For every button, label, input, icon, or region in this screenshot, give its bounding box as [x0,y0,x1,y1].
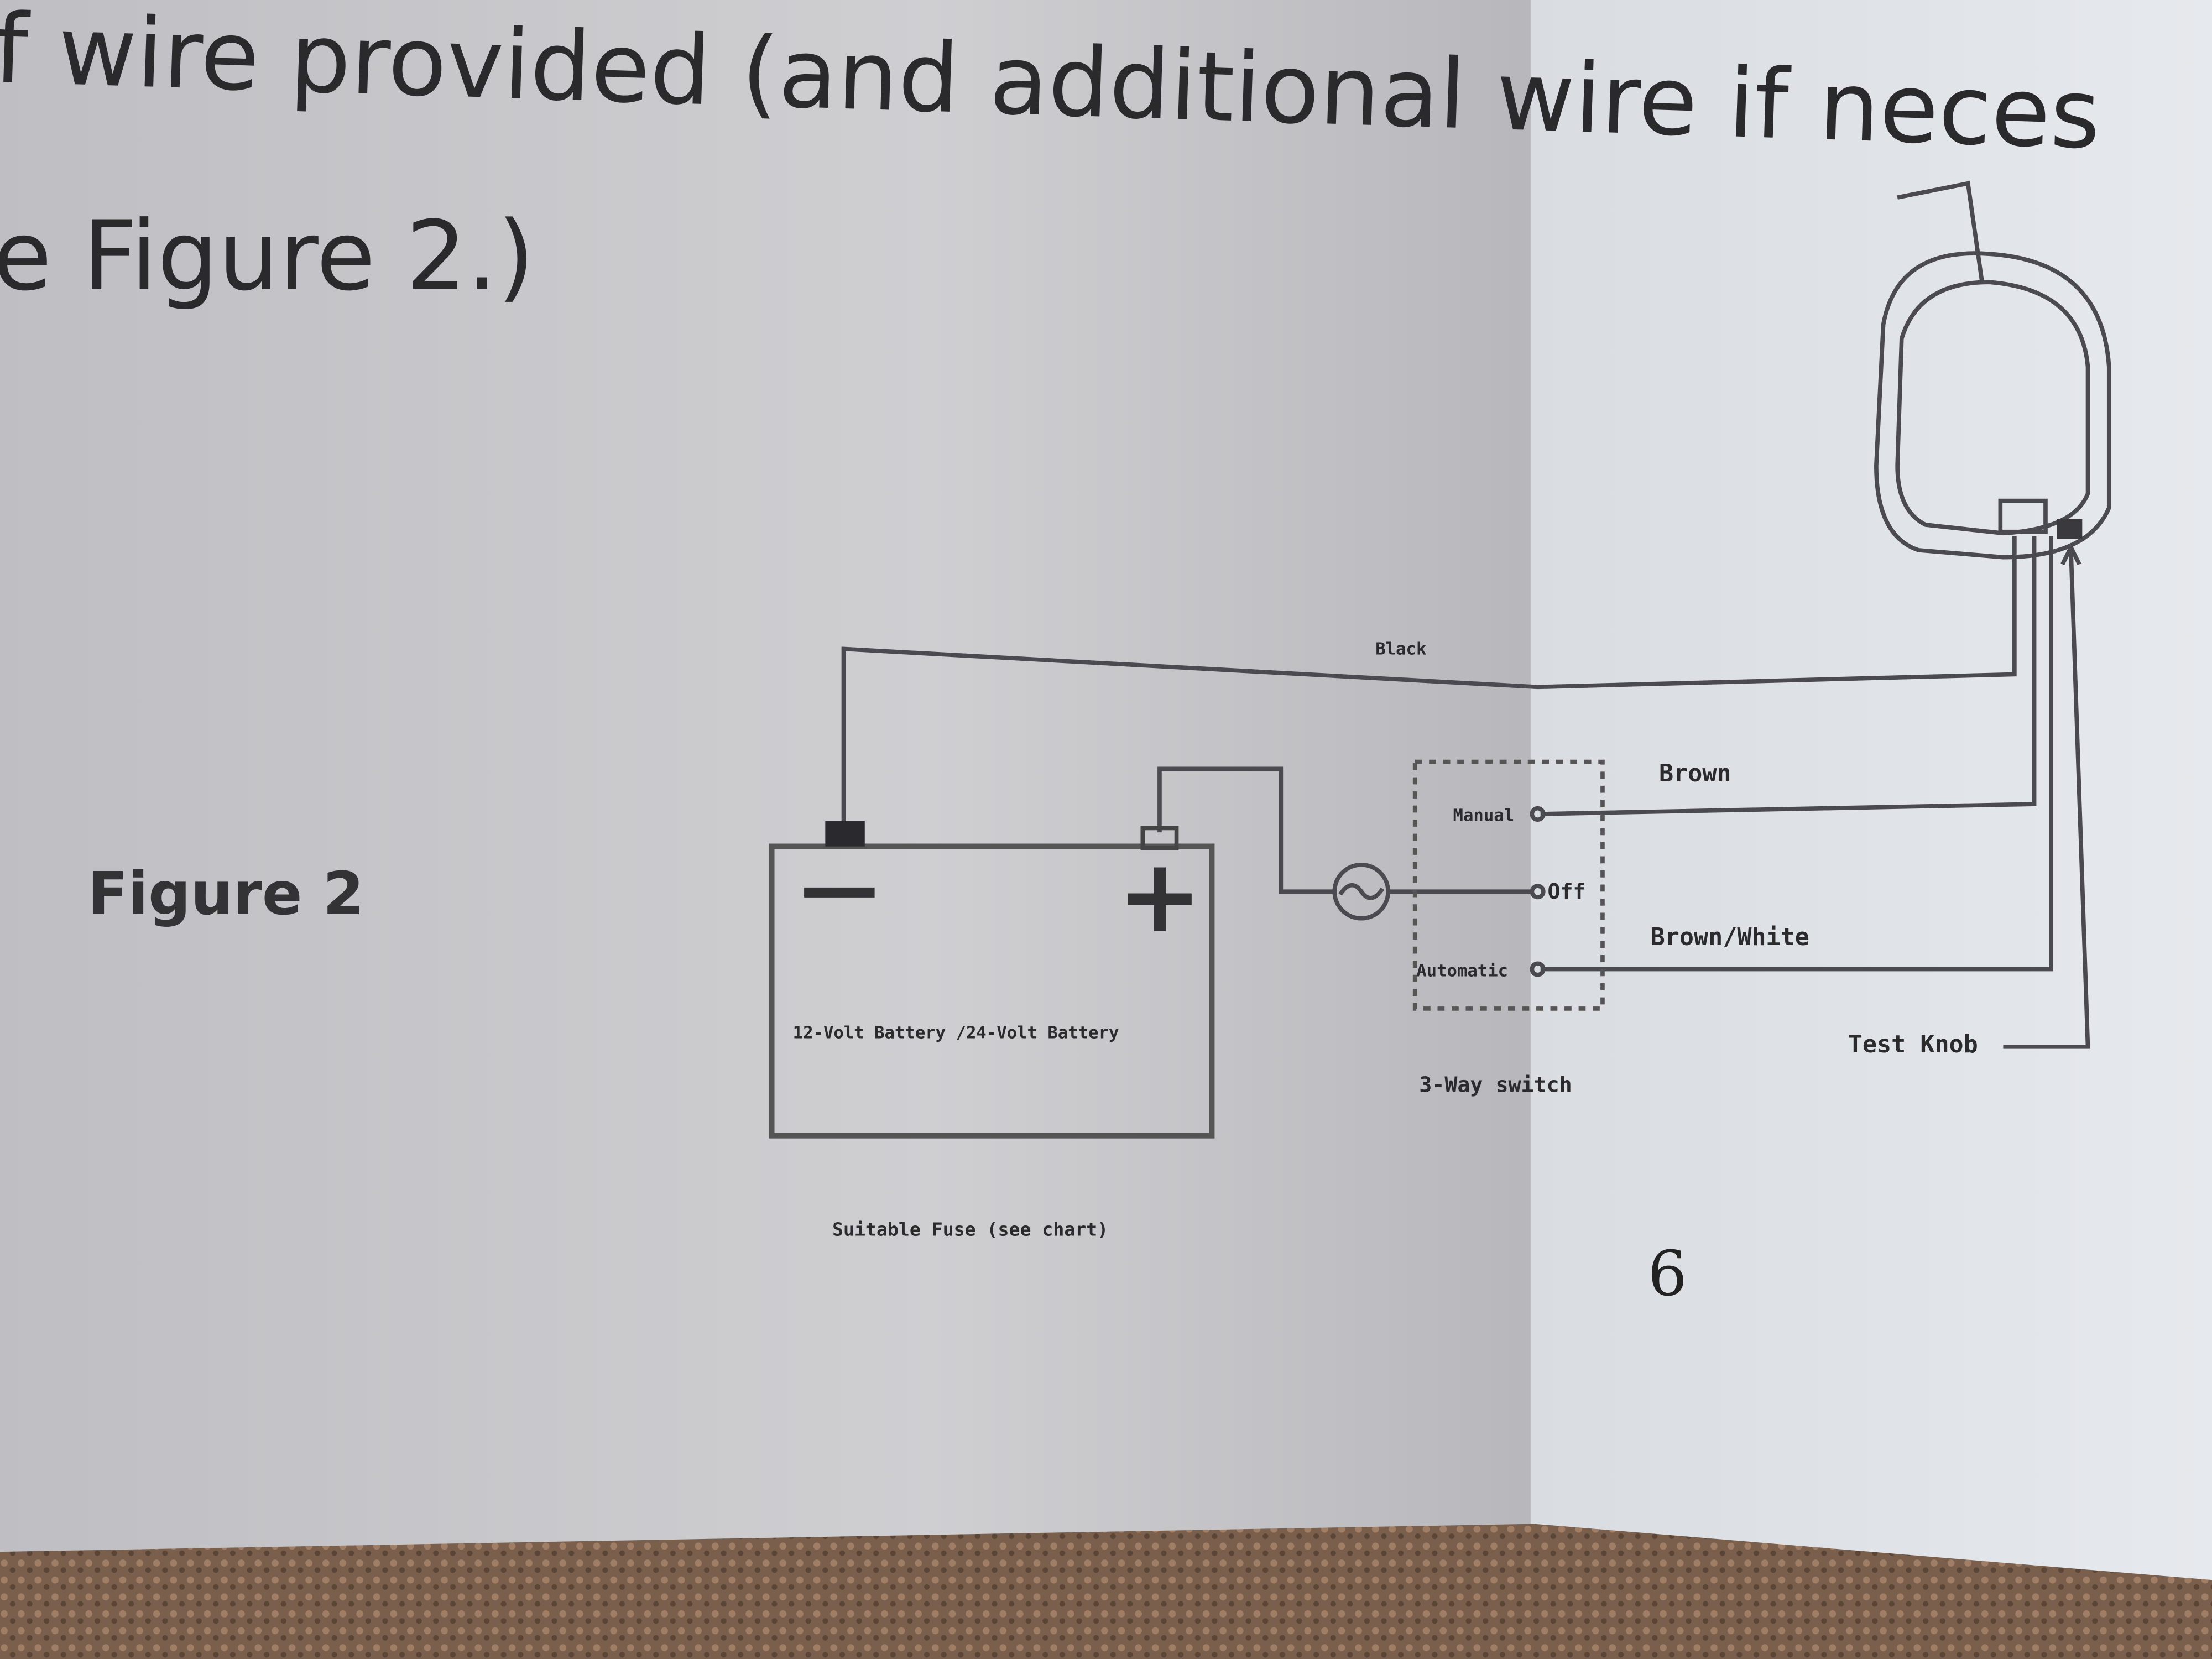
brown-white-wire [1540,536,2054,972]
figure-label: Figure 2 [87,860,364,928]
three-way-switch-box [1412,759,1605,1011]
battery-label: 12-Volt Battery /24-Volt Battery [793,1024,1119,1043]
test-knob-label: Test Knob [1848,1031,1978,1058]
brown-white-wire-label: Brown/White [1651,924,1809,951]
left-page [0,0,1552,1552]
three-way-switch-label: 3-Way switch [1419,1072,1572,1097]
positive-terminal [1140,826,1179,850]
negative-terminal [825,821,865,847]
battery-negative-sign: — [800,841,879,933]
page-number: 6 [1648,1238,1687,1310]
black-wire [841,536,2017,826]
test-knob-line [2003,550,2090,1049]
intro-line-2: e Figure 2.) [0,200,535,312]
right-page [1530,0,2212,1580]
fuse-label: Suitable Fuse (see chart) [832,1219,1108,1240]
switch-manual-label: Manual [1453,806,1515,826]
switch-automatic-label: Automatic [1416,961,1508,980]
battery-positive-sign: + [1117,838,1202,956]
bilge-pump-drawing [1874,181,2111,560]
fuse-wire [1157,766,1333,894]
black-wire-label: Black [1375,640,1426,659]
switch-off-label: Off [1547,879,1585,904]
battery [769,843,1215,1139]
brown-wire-label: Brown [1659,760,1731,787]
brown-wire [1540,536,2037,816]
